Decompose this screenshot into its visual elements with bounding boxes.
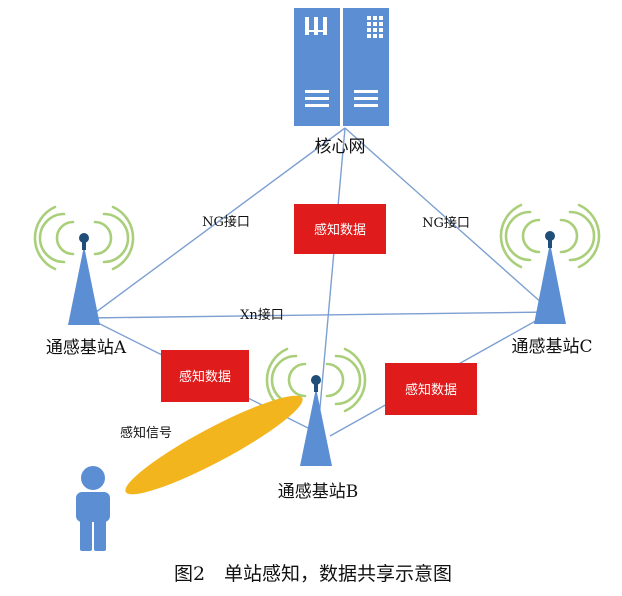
ng-interface-label-right: NG接口 <box>422 215 470 231</box>
xn-interface-label: Xn接口 <box>240 307 284 323</box>
sensing-signal-label: 感知信号 <box>120 425 172 441</box>
data-box-left: 感知数据 <box>161 350 249 402</box>
data-box-right-label: 感知数据 <box>405 382 457 398</box>
sensing-beam <box>125 395 303 495</box>
station-c-label: 通感基站C <box>511 337 592 357</box>
xn-link-ac <box>87 311 553 319</box>
ng-interface-label-left: NG接口 <box>202 214 250 230</box>
ng-link-b <box>317 127 346 431</box>
station-b-label: 通感基站B <box>278 482 359 502</box>
server-grid <box>367 16 383 38</box>
core-server-icon <box>294 8 389 126</box>
ng-link-a <box>87 127 346 319</box>
tower-c-icon <box>499 203 601 324</box>
data-box-top-label: 感知数据 <box>314 222 366 238</box>
links <box>87 127 553 437</box>
station-a-label: 通感基站A <box>46 338 127 358</box>
core-network-label: 核心网 <box>315 137 366 157</box>
data-box-right: 感知数据 <box>385 363 477 415</box>
data-box-left-label: 感知数据 <box>179 369 231 385</box>
ng-link-c <box>344 127 553 313</box>
person-icon <box>76 466 110 551</box>
tower-a-icon <box>33 205 135 325</box>
figure-caption: 图2 单站感知，数据共享示意图 <box>174 563 452 585</box>
data-box-top: 感知数据 <box>294 204 386 254</box>
